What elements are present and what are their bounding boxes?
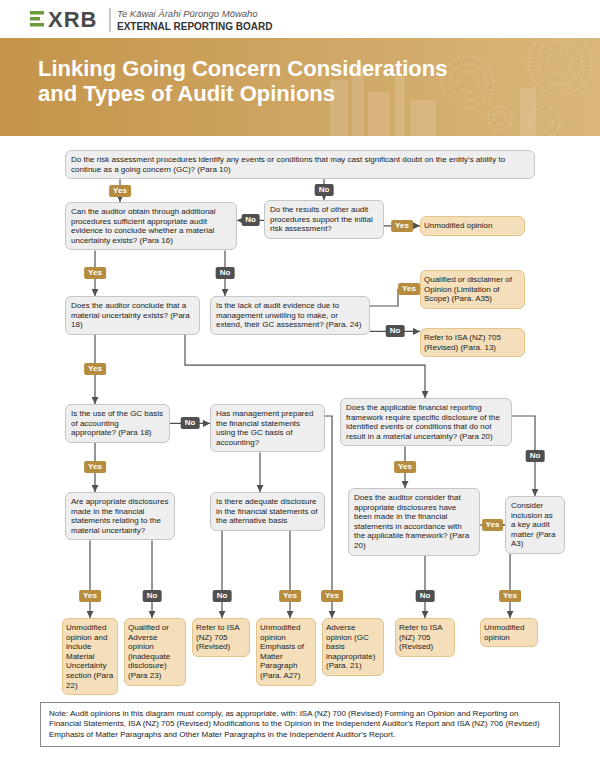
- flow-arrow: [89, 540, 90, 618]
- node-text: Refer to ISA (NZ) 705 (Revised) (Para. 1…: [424, 333, 521, 352]
- flow-arrow: [259, 452, 260, 492]
- node-text: Do the results of other audit procedures…: [270, 205, 378, 234]
- decision-box: Is the lack of audit evidence due to man…: [210, 296, 370, 335]
- answer-tag: No: [143, 590, 162, 602]
- note-box: Note: Audit opinions in this diagram mus…: [40, 702, 560, 747]
- node-text: Is the lack of audit evidence due to man…: [216, 301, 364, 330]
- logo-text: XRB: [48, 7, 97, 33]
- outcome-box: Refer to ISA (NZ) 705 (Revised) (Para. 1…: [420, 328, 525, 357]
- decision-box: Do the risk assessment procedures identi…: [65, 150, 535, 179]
- flow-arrow: [221, 531, 222, 618]
- node-text: Is there adequate disclosure in the fina…: [216, 497, 319, 526]
- node-text: Does the auditor consider that appropria…: [354, 493, 474, 551]
- answer-tag: Yes: [84, 363, 106, 375]
- answer-tag: Yes: [394, 461, 416, 473]
- outcome-box: Adverse opinion (GC basis inappropriate)…: [322, 618, 384, 676]
- logo-text: EXTERNAL REPORTING BOARD: [117, 21, 272, 32]
- decision-box: Consider inclusion as a key audit matter…: [505, 496, 565, 554]
- outcome-box: Qualified or disclaimer of Opinion (Limi…: [420, 270, 525, 309]
- node-text: Is the use of the GC basis of accounting…: [71, 409, 164, 438]
- answer-tag: No: [216, 267, 235, 279]
- logo-text: Te Kāwai Ārahi Pūrongo Mōwaho: [117, 8, 258, 19]
- answer-tag: Yes: [499, 590, 521, 602]
- decision-box: Does the auditor conclude that a materia…: [65, 296, 200, 335]
- answer-tag: Yes: [482, 519, 504, 531]
- outcome-box: Refer to ISA (NZ) 705 (Revised): [192, 618, 250, 657]
- decision-box: Does the auditor consider that appropria…: [348, 488, 480, 556]
- node-text: Do the risk assessment procedures identi…: [71, 155, 529, 174]
- node-text: Unmodified opinion and include Material …: [66, 623, 114, 690]
- node-text: Unmodified opinion Emphasis of Matter Pa…: [260, 623, 312, 681]
- decision-box: Is the use of the GC basis of accounting…: [65, 404, 170, 443]
- answer-tag: No: [315, 184, 334, 196]
- flow-arrow: [289, 531, 290, 618]
- dot-bursts: [442, 30, 592, 137]
- answer-tag: No: [386, 325, 405, 337]
- node-text: Qualified or Adverse opinion (inadequate…: [128, 623, 182, 681]
- logo-bars: [30, 11, 44, 27]
- node-text: Note: Audit opinions in this diagram mus…: [49, 709, 551, 740]
- answer-tag: Yes: [391, 220, 413, 232]
- node-text: Adverse opinion (GC basis inappropriate)…: [326, 623, 380, 671]
- decision-box: Can the auditor obtain through additiona…: [65, 202, 237, 250]
- answer-tag: Yes: [79, 590, 101, 602]
- node-text: Can the auditor obtain through additiona…: [71, 207, 231, 245]
- outcome-box: Refer to ISA (NZ) 705 (Revised): [395, 618, 455, 657]
- node-text: Does the applicable financial reporting …: [346, 403, 506, 441]
- node-text: Has management prepared the financial st…: [216, 409, 319, 447]
- flow-arrow: [325, 416, 332, 618]
- logo-strip: [0, 0, 600, 38]
- logo-divider: [110, 8, 111, 32]
- outcome-box: Unmodified opinion: [420, 216, 525, 236]
- title-band: [0, 38, 600, 136]
- answer-tag: No: [241, 214, 260, 226]
- answer-tag: Yes: [398, 283, 420, 295]
- node-text: Unmodified opinion: [424, 221, 521, 231]
- answer-tag: No: [416, 590, 435, 602]
- outcome-box: Unmodified opinion Emphasis of Matter Pa…: [256, 618, 316, 686]
- node-text: Refer to ISA (NZ) 705 (Revised): [399, 623, 451, 652]
- decision-box: Are appropriate disclosures made in the …: [65, 492, 175, 540]
- flow-arrow: [185, 335, 425, 398]
- answer-tag: No: [526, 450, 545, 462]
- node-text: Refer to ISA (NZ) 705 (Revised): [196, 623, 246, 652]
- page-title: Linking Going Concern Considerations and…: [38, 56, 488, 107]
- flow-arrow: [424, 556, 425, 618]
- flow-arrow: [151, 540, 152, 618]
- answer-tag: No: [181, 417, 200, 429]
- outcome-box: Unmodified opinion and include Material …: [62, 618, 118, 695]
- decision-box: Is there adequate disclosure in the fina…: [210, 492, 325, 531]
- answer-tag: Yes: [84, 461, 106, 473]
- answer-tag: Yes: [321, 590, 343, 602]
- flow-arrow: [509, 554, 510, 618]
- node-text: Qualified or disclaimer of Opinion (Limi…: [424, 275, 521, 304]
- decision-box: Does the applicable financial reporting …: [340, 398, 512, 446]
- outcome-box: Qualified or Adverse opinion (inadequate…: [124, 618, 186, 686]
- node-text: Does the auditor conclude that a materia…: [71, 301, 194, 330]
- answer-tag: Yes: [109, 185, 131, 197]
- answer-tag: No: [213, 590, 232, 602]
- decision-box: Do the results of other audit procedures…: [264, 200, 384, 239]
- answer-tag: Yes: [279, 590, 301, 602]
- node-text: Unmodified opinion: [484, 623, 534, 642]
- node-text: Are appropriate disclosures made in the …: [71, 497, 169, 535]
- decision-box: Has management prepared the financial st…: [210, 404, 325, 452]
- node-text: Consider inclusion as a key audit matter…: [511, 501, 559, 549]
- answer-tag: Yes: [84, 267, 106, 279]
- outcome-box: Unmodified opinion: [480, 618, 538, 647]
